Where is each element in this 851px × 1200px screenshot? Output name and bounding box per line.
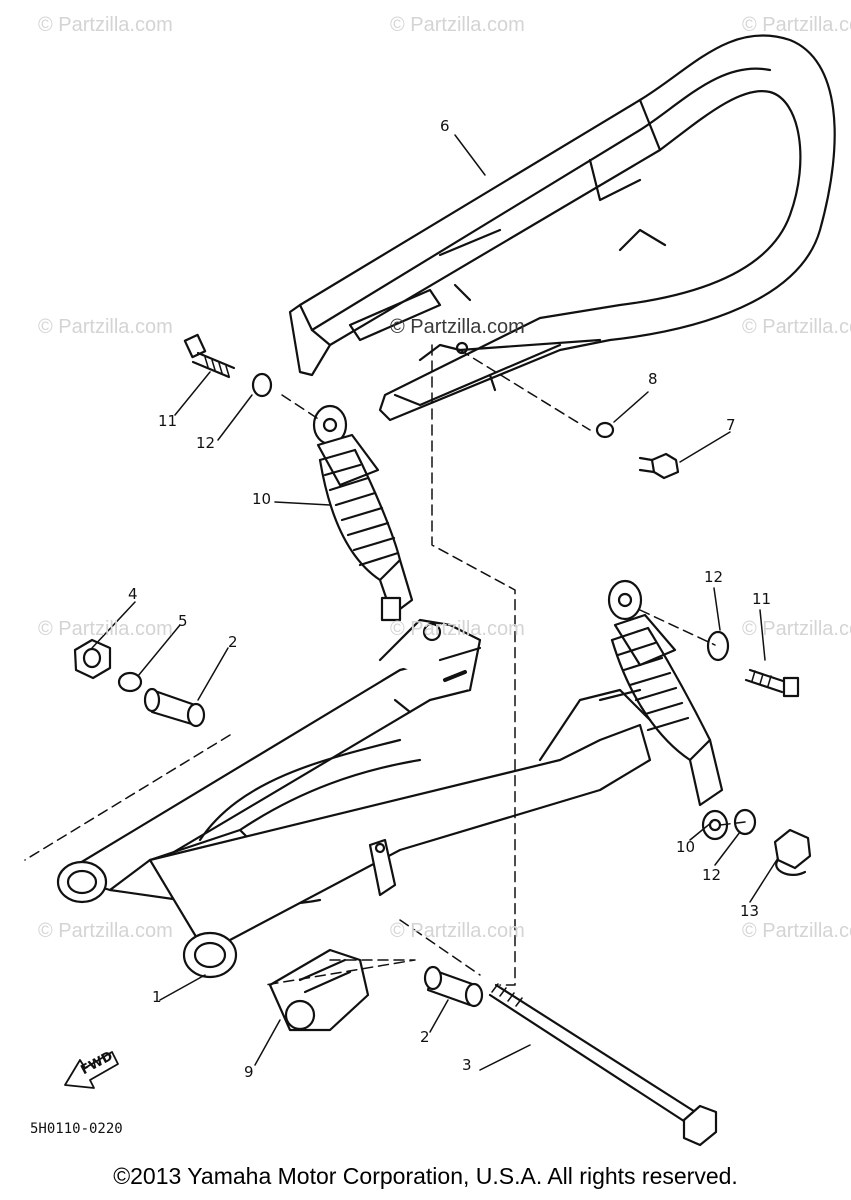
cap-nut-part-13 <box>773 828 812 877</box>
bolt-part-7 <box>638 452 680 480</box>
callout-2[interactable]: 2 <box>420 1028 430 1046</box>
callout-6[interactable]: 6 <box>440 117 450 135</box>
watermark-center: © Partzilla.com <box>390 316 525 338</box>
callout-9[interactable]: 9 <box>244 1063 254 1081</box>
nut-part-4 <box>73 638 112 680</box>
callout-3[interactable]: 3 <box>462 1056 472 1074</box>
callout-2[interactable]: 2 <box>228 633 238 651</box>
callout-11[interactable]: 11 <box>158 412 178 430</box>
callout-12[interactable]: 12 <box>196 434 216 452</box>
watermark: © Partzilla.com <box>390 618 525 640</box>
watermark: © Partzilla.com <box>390 920 525 942</box>
forward-arrow-icon <box>64 1051 119 1089</box>
collar-part-2-upper <box>143 687 206 728</box>
alignment-lines <box>24 344 746 986</box>
pivot-shaft-part-3 <box>488 983 718 1147</box>
swing-arm <box>56 618 652 979</box>
callout-11[interactable]: 11 <box>752 590 772 608</box>
watermark: © Partzilla.com <box>742 618 851 640</box>
callout-8[interactable]: 8 <box>648 370 658 388</box>
callout-4[interactable]: 4 <box>128 585 138 603</box>
diagram-code: 5H0110-0220 <box>30 1121 123 1137</box>
chain-case-part-6 <box>288 34 836 422</box>
watermark: © Partzilla.com <box>38 316 173 338</box>
callout-12[interactable]: 12 <box>702 866 722 884</box>
callout-10[interactable]: 10 <box>252 490 272 508</box>
callout-12[interactable]: 12 <box>704 568 724 586</box>
callout-10[interactable]: 10 <box>676 838 696 856</box>
nut-part-8 <box>595 421 615 439</box>
watermark: © Partzilla.com <box>742 316 851 338</box>
bolt-part-11-right <box>744 668 800 698</box>
watermark: © Partzilla.com <box>390 14 525 36</box>
watermark: © Partzilla.com <box>742 920 851 942</box>
watermark: © Partzilla.com <box>38 14 173 36</box>
washer-part-5 <box>117 671 143 693</box>
shock-absorber-part-10-left <box>312 404 414 622</box>
collar-part-2-lower <box>423 965 484 1008</box>
copyright-notice: ©2013 Yamaha Motor Corporation, U.S.A. A… <box>113 1163 738 1189</box>
watermark: © Partzilla.com <box>38 920 173 942</box>
leader-lines <box>91 134 779 1071</box>
callout-7[interactable]: 7 <box>726 416 736 434</box>
chain-guide-part-9 <box>268 948 370 1032</box>
shock-absorber-part-10-right <box>607 579 729 841</box>
washer-part-12-right <box>706 630 730 662</box>
washer-part-12-top <box>251 372 273 398</box>
callout-5[interactable]: 5 <box>178 612 188 630</box>
bolt-part-11-left <box>183 333 236 379</box>
callout-1[interactable]: 1 <box>152 988 162 1006</box>
callout-13[interactable]: 13 <box>740 902 760 920</box>
watermark: © Partzilla.com <box>38 618 173 640</box>
watermark: © Partzilla.com <box>742 14 851 36</box>
